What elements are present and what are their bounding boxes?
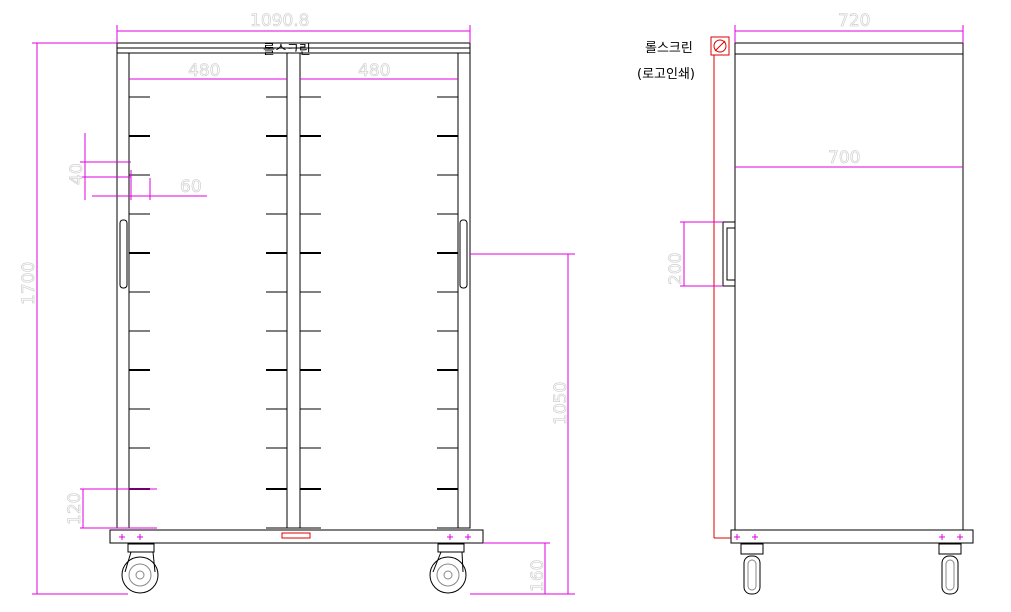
front-dimensions: 1090.8 480 480 1700 40 60 1050 <box>19 11 575 595</box>
center-post <box>286 52 301 529</box>
screen-roll-icon <box>710 36 730 56</box>
dim-shelf-depth: 60 <box>180 177 202 197</box>
dim-overall-depth: 720 <box>838 11 870 31</box>
dim-side-handle: 200 <box>666 253 686 285</box>
dim-caster-height: 160 <box>528 560 548 592</box>
right-caster <box>429 543 467 594</box>
dim-overall-width: 1090.8 <box>250 11 309 31</box>
side-caster-left <box>740 543 764 595</box>
shelf-rails <box>129 96 458 529</box>
dim-height: 1700 <box>19 262 39 305</box>
side-screen-label: 롤스크린 <box>645 41 693 56</box>
side-dimensions: 720 700 200 <box>666 11 964 287</box>
front-screen-label: 롤스크린 <box>263 43 311 58</box>
dim-inner-depth: 700 <box>828 148 860 168</box>
side-logo-label: (로고인쇄) <box>637 67 695 82</box>
side-bolts <box>734 534 963 540</box>
dim-handle-height: 1050 <box>551 382 571 425</box>
right-post <box>457 52 471 529</box>
right-handle <box>459 219 468 289</box>
left-post <box>116 52 130 529</box>
dim-bottom-gap: 120 <box>65 493 85 525</box>
dim-shelf-gap: 40 <box>67 163 87 185</box>
dim-right-bay: 480 <box>358 61 390 81</box>
base-frame <box>109 529 484 544</box>
front-view: 1090.8 480 480 1700 40 60 1050 <box>19 11 575 595</box>
side-top-bar <box>734 42 964 55</box>
dim-left-bay: 480 <box>188 61 220 81</box>
left-handle <box>119 219 128 289</box>
side-caster-right <box>938 543 962 595</box>
side-handle <box>722 221 736 287</box>
base-bolts <box>119 534 471 540</box>
side-body <box>734 53 964 531</box>
left-caster <box>121 543 159 594</box>
red-latch <box>281 532 311 539</box>
side-base <box>730 529 974 544</box>
side-view: 720 700 200 롤스크린 (로고인쇄) <box>637 11 974 595</box>
